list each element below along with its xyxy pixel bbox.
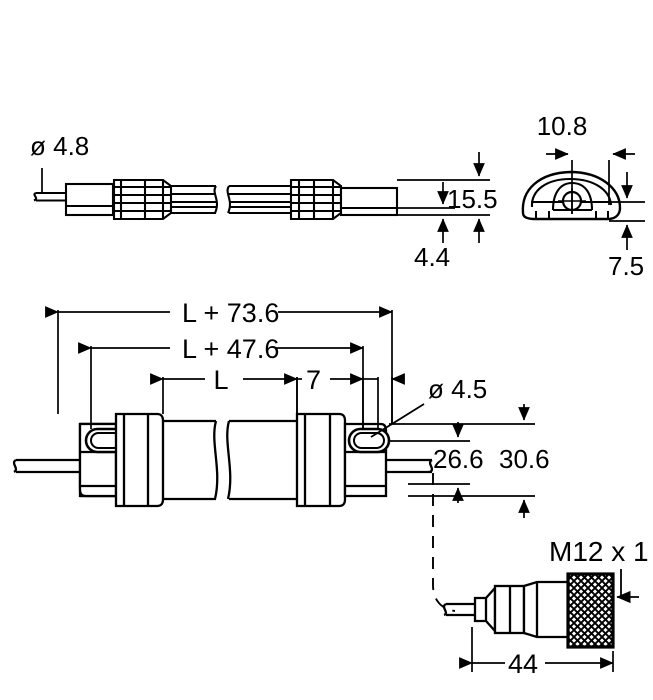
- top-view-right-shell: [289, 178, 343, 221]
- dimension-len-between-flanges-label: L + 47.6: [182, 334, 279, 364]
- side-view: [12, 412, 434, 508]
- dimension-height-base: [609, 172, 645, 250]
- connector-cable-tail: [442, 602, 475, 617]
- dimension-height-cable-axis: [397, 182, 455, 243]
- side-view-body-right: [226, 419, 297, 501]
- top-view-cable-right: [226, 184, 291, 215]
- side-view-right-housing: [295, 412, 347, 508]
- side-view-left-flange-plate: [78, 422, 128, 498]
- connector-knurled-nut: [566, 572, 615, 649]
- side-view-right-flange-plate: [343, 422, 391, 498]
- dimension-height-base-label: 7.5: [608, 251, 644, 281]
- dimension-height-overall-label: 15.5: [447, 184, 498, 214]
- dimension-len-connector-label: 44: [508, 649, 538, 679]
- dimension-width-boss-label: 10.8: [537, 111, 588, 141]
- dimension-dia-mount-hole-label: ø 4.5: [428, 374, 487, 404]
- top-view-left-shell: [112, 178, 173, 221]
- dimension-thread-spec-label: M12 x 1: [549, 536, 649, 567]
- connector-leader-line: [432, 473, 456, 612]
- side-view-body-left: [163, 419, 219, 501]
- dimension-len-flange: [296, 373, 364, 429]
- top-view-left-body: [64, 182, 120, 217]
- dimension-height-overall-side: [389, 404, 535, 518]
- dimension-width-boss: [546, 148, 635, 214]
- top-view-cable-left: [171, 184, 219, 215]
- side-view-left-housing: [114, 412, 165, 508]
- dimension-len-connector: [459, 627, 614, 672]
- connector-barrel-1: [493, 584, 526, 635]
- top-view-right-body: [339, 186, 399, 217]
- dimension-dia-mount-hole: [370, 403, 425, 438]
- top-view-left-cable: [33, 191, 66, 202]
- dimension-height-hole-center-label: 26.6: [433, 444, 484, 474]
- connector-view: [442, 572, 615, 649]
- dimension-thread-spec: [616, 569, 639, 604]
- connector-barrel-2: [522, 580, 570, 639]
- dimension-len-overall-label: L + 73.6: [182, 298, 279, 328]
- dimension-dia-cable-label: ø 4.8: [30, 131, 89, 161]
- dimension-height-overall-side-label: 30.6: [499, 444, 550, 474]
- dimension-flange-thickness: [363, 373, 405, 429]
- top-view: [33, 178, 399, 221]
- side-view-left-cable: [12, 458, 80, 474]
- dimension-height-cable-axis-label: 4.4: [414, 242, 450, 272]
- dimension-len-flange-label: 7: [306, 365, 321, 395]
- dimension-len-active-label: L: [213, 365, 228, 395]
- dimension-height-overall: [397, 152, 490, 243]
- side-view-right-cable: [386, 458, 434, 474]
